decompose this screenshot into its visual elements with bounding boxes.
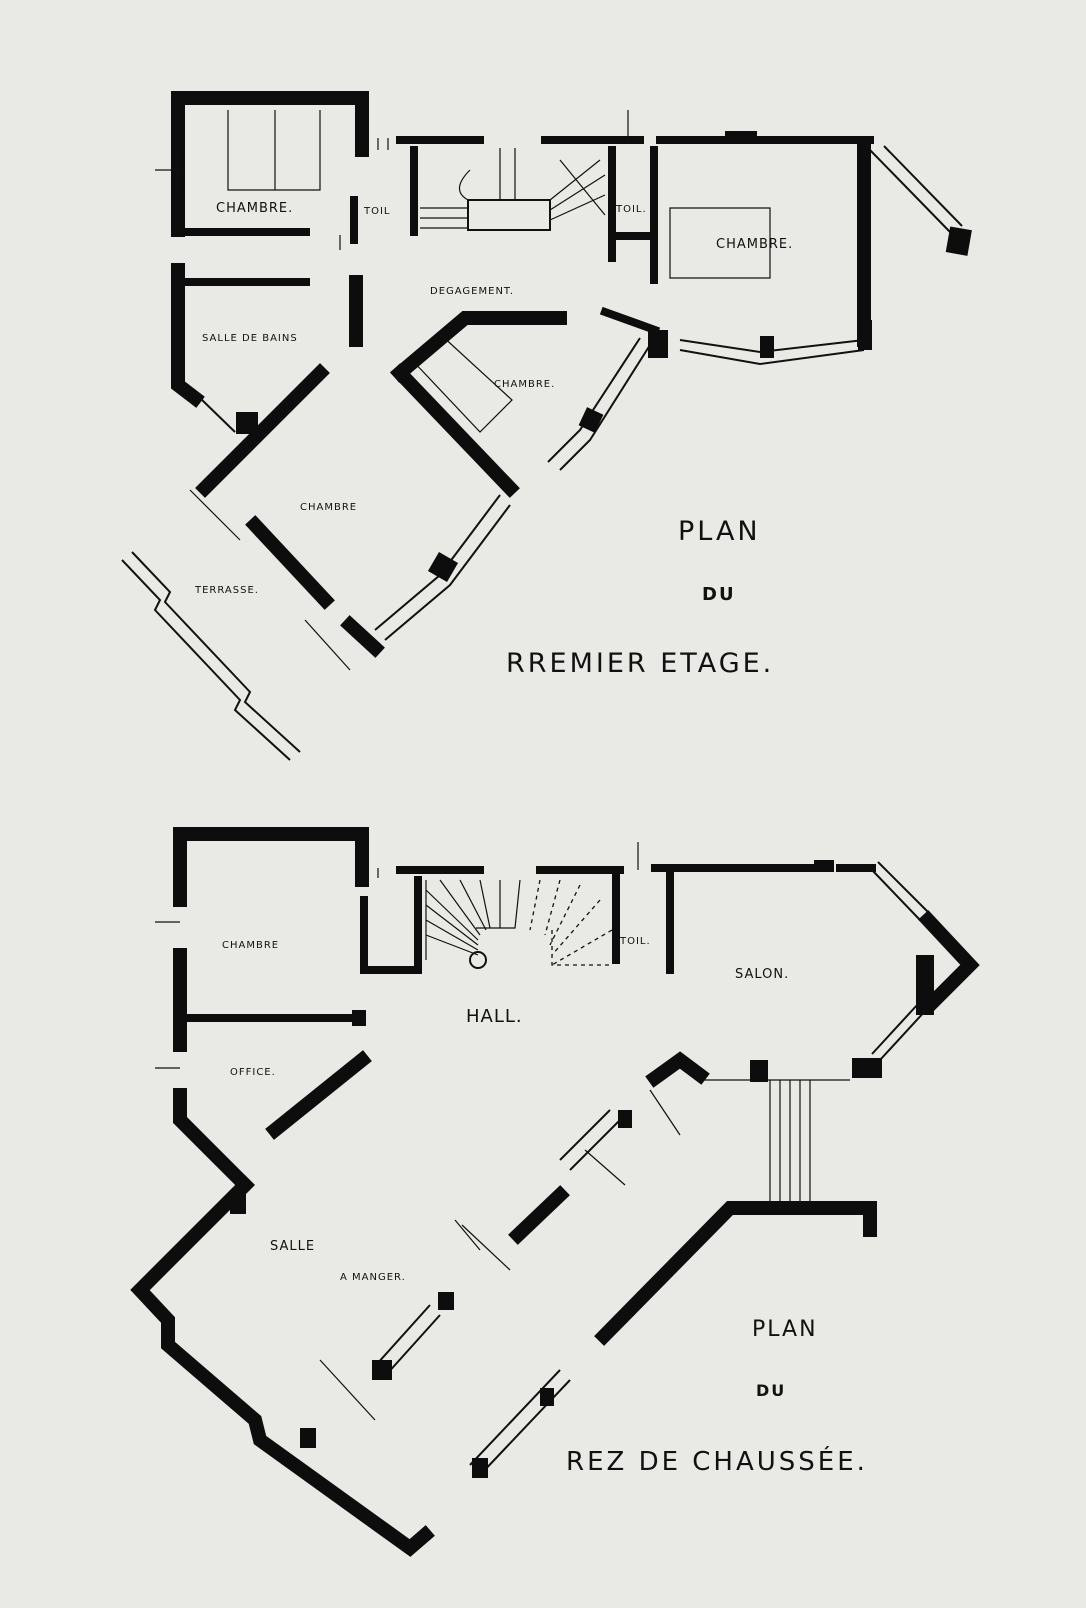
upper-bay-pier-3 xyxy=(858,320,872,350)
upper-wall-diag-1 xyxy=(195,363,330,498)
upper-window-w xyxy=(155,150,180,195)
upper-bed-ne xyxy=(669,207,771,279)
upper-wall-diag-3 xyxy=(390,363,520,498)
lower-stair-newel xyxy=(469,951,487,969)
label-upper-terrasse: TERRASSE. xyxy=(194,585,259,596)
upper-bay-pier xyxy=(945,226,972,256)
lower-stair-treads xyxy=(425,879,521,960)
lower-bay-se xyxy=(871,1003,927,1061)
label-upper-chambre-ne: CHAMBRE. xyxy=(716,237,793,252)
label-lower-chambre: CHAMBRE xyxy=(222,940,279,951)
upper-wall-west xyxy=(171,263,205,408)
lower-wall-office-diag xyxy=(265,1050,372,1140)
upper-bed-nw xyxy=(227,110,321,191)
upper-terrace-rail-2 xyxy=(131,551,301,753)
lower-bay-e xyxy=(918,910,980,1015)
lower-pier-s xyxy=(540,1388,554,1406)
lower-pier-se xyxy=(852,1058,882,1078)
upper-bed-mid xyxy=(411,333,513,433)
upper-bay-south-2 xyxy=(679,349,865,366)
lower-pier-s2 xyxy=(472,1458,488,1478)
lower-chimney xyxy=(814,860,834,872)
label-lower-toil: TOIL. xyxy=(619,936,651,947)
label-upper-salle-de-bains: SALLE DE BAINS xyxy=(202,333,298,344)
upper-window-sw xyxy=(199,397,236,433)
lower-door-ticks xyxy=(454,1089,681,1251)
lower-pier-hall xyxy=(618,1110,632,1128)
upper-title-line1: PLAN xyxy=(678,516,761,547)
lower-window-dining xyxy=(375,1304,441,1376)
upper-pier-e xyxy=(578,407,604,433)
lower-window-hall xyxy=(559,1109,621,1171)
label-upper-toil-2: TOIL. xyxy=(615,204,647,215)
label-upper-chambre-mid: CHAMBRE. xyxy=(494,379,555,390)
upper-pier-sw xyxy=(236,412,258,434)
upper-wall-sw-3 xyxy=(340,615,385,658)
lower-bay-pier xyxy=(916,955,934,1015)
upper-bay-pier-2 xyxy=(760,336,774,358)
upper-floor-plan: CHAMBRE. TOIL TOIL. CHAMBRE. DEGAGEMENT.… xyxy=(121,91,972,761)
lower-wall-west-2 xyxy=(173,1088,255,1195)
upper-terrace-rail-1 xyxy=(121,559,291,761)
upper-bay-east-1 xyxy=(869,149,951,233)
label-lower-office: OFFICE. xyxy=(230,1067,276,1078)
lower-wall-hall-w xyxy=(360,876,422,974)
label-lower-salon: SALON. xyxy=(735,967,789,982)
label-upper-chambre-nw: CHAMBRE. xyxy=(216,201,293,216)
upper-wall-sw-2 xyxy=(245,515,335,610)
lower-pier-s3 xyxy=(300,1428,316,1448)
upper-title-line3: RREMIER ETAGE. xyxy=(506,648,774,679)
lower-floor-plan: CHAMBRE TOIL. SALON. HALL. OFFICE. SALLE… xyxy=(130,827,980,1557)
lower-title-line1: PLAN xyxy=(752,1317,818,1342)
label-upper-degagement: DEGAGEMENT. xyxy=(430,286,514,297)
lower-bay-ne xyxy=(871,861,929,921)
lower-stair-dashed xyxy=(529,879,613,966)
label-lower-salle: SALLE xyxy=(270,1239,315,1254)
lower-wall-dining-1 xyxy=(508,1185,570,1245)
lower-title-line2: DU xyxy=(756,1381,786,1400)
upper-pier-se xyxy=(427,551,459,583)
lower-pier-dining-3 xyxy=(438,1292,454,1310)
upper-stair-treads xyxy=(420,148,606,229)
upper-window-ticks xyxy=(339,110,629,250)
upper-title-line2: DU xyxy=(702,584,736,605)
lower-door-swings xyxy=(319,1224,511,1421)
lower-wall-nw xyxy=(173,827,369,907)
upper-stair-well xyxy=(467,199,551,231)
lower-window-ticks xyxy=(155,842,639,1069)
lower-wall-north xyxy=(396,864,876,874)
lower-window-s xyxy=(469,1369,571,1476)
upper-wall-diag-4 xyxy=(599,306,661,336)
lower-pier-dining-1 xyxy=(230,1192,246,1214)
label-upper-chambre-sw: CHAMBRE xyxy=(300,502,357,513)
upper-bay-east-2 xyxy=(883,145,963,227)
upper-window-e xyxy=(547,337,651,471)
lower-pier-dining-2 xyxy=(372,1360,392,1380)
label-upper-toil-1: TOIL xyxy=(363,206,391,217)
lower-wall-terrace xyxy=(594,1201,877,1346)
lower-pier-1 xyxy=(352,1010,366,1026)
lower-pier-salon xyxy=(750,1060,768,1082)
lower-wall-salon-sw xyxy=(645,1051,710,1088)
upper-wall-diag-2 xyxy=(390,311,567,383)
lower-title-line3: REZ DE CHAUSSÉE. xyxy=(566,1445,868,1477)
upper-pier-e2 xyxy=(648,330,668,358)
lower-wall-dining-outer xyxy=(130,1175,435,1557)
label-lower-hall: HALL. xyxy=(466,1006,523,1027)
lower-entry-steps xyxy=(769,1080,811,1208)
label-lower-a-manger: A MANGER. xyxy=(340,1272,406,1283)
upper-terrace-edge xyxy=(189,489,351,671)
upper-chimney xyxy=(725,131,757,143)
